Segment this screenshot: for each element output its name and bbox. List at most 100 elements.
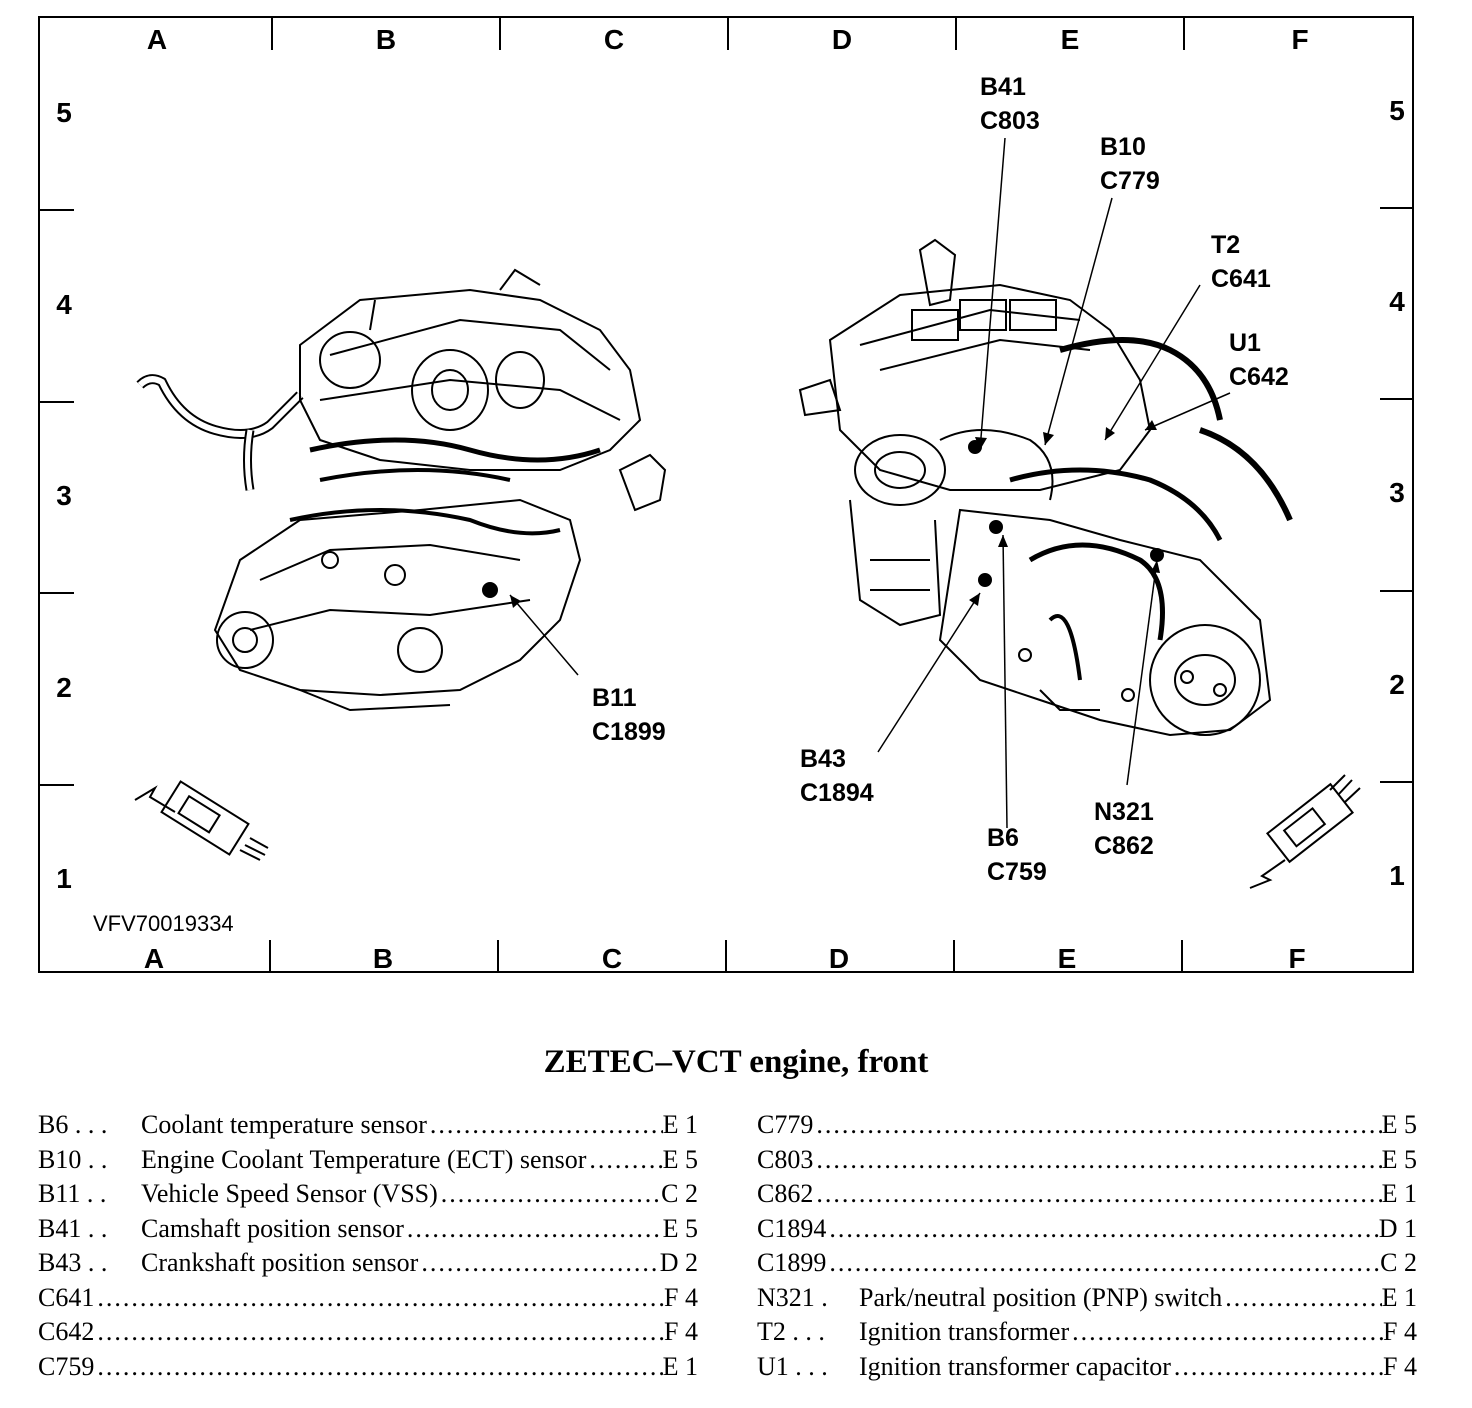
legend-row: B10 . .Engine Coolant Temperature (ECT) … [38, 1145, 698, 1180]
legend-description: Ignition transformer capacitor [859, 1351, 1171, 1381]
legend-grid-location: F 4 [1383, 1317, 1417, 1346]
legend-leader-dots: ........................................… [440, 1179, 662, 1208]
legend-description: Camshaft position sensor [141, 1213, 404, 1243]
callout-label: T2 [1211, 231, 1240, 259]
legend-row: C803 ...................................… [757, 1145, 1417, 1180]
callout-b41-c803: B41 C803 [980, 73, 1040, 135]
legend-grid-location: E 1 [662, 1110, 698, 1139]
legend-leader-dots: ........................................… [97, 1282, 665, 1312]
legend-leader-dots: ........................................… [97, 1317, 665, 1346]
legend-row: C1899 ..................................… [757, 1248, 1417, 1283]
legend-code: T2 . . . [757, 1317, 825, 1346]
row-label-left: 5 [56, 97, 72, 128]
legend-code: C803 [757, 1144, 814, 1174]
legend-row: B43 . .Crankshaft position sensor ......… [38, 1248, 698, 1283]
col-label-top: F [1291, 24, 1308, 55]
legend-row: C1894 ..................................… [757, 1214, 1417, 1249]
left-row-labels: 5 4 3 2 1 [56, 97, 72, 894]
col-label-top: D [832, 24, 852, 55]
bottom-column-ticks [269, 940, 1183, 972]
legend-row: B41 . . Camshaft position sensor ........… [38, 1214, 698, 1249]
legend-leader-dots: ........................................… [829, 1213, 1378, 1243]
row-label-right: 5 [1389, 95, 1405, 126]
callout-leader-lines [509, 137, 1231, 829]
engine-diagram: A B C D E F A B C D E F 5 4 3 2 1 5 4 3 … [38, 16, 1414, 974]
callout-b10-c779: B10 C779 [1100, 133, 1160, 195]
callout-label: C759 [987, 858, 1047, 886]
row-label-right: 4 [1389, 286, 1405, 317]
engine-right-illustration [798, 238, 1293, 737]
left-row-ticks [39, 209, 74, 786]
callout-u1-c642: U1 C642 [1229, 329, 1289, 391]
legend-code: B6 . . . [38, 1110, 108, 1139]
diagram-caption: ZETEC–VCT engine, front [543, 1044, 929, 1080]
legend-leader-dots: ........................................… [816, 1110, 1382, 1139]
legend-leader-dots: ........................................… [406, 1213, 663, 1243]
legend-row: C862 ...................................… [757, 1179, 1417, 1214]
legend-grid-location: F 4 [664, 1317, 698, 1346]
callout-label: U1 [1229, 329, 1261, 357]
row-label-right: 1 [1389, 860, 1405, 891]
callout-label: C641 [1211, 265, 1271, 293]
col-label-bottom: A [144, 943, 164, 974]
legend-grid-location: E 1 [1381, 1179, 1417, 1208]
legend-code: B43 . . [38, 1248, 108, 1277]
legend-description: Crankshaft position sensor [141, 1248, 419, 1277]
legend-row: U1 . . .Ignition transformer capacitor .… [757, 1352, 1417, 1387]
row-label-left: 2 [56, 672, 72, 703]
legend-code: B41 . . [38, 1213, 108, 1243]
legend-grid-location: F 4 [664, 1282, 698, 1312]
callout-b11-c1899: B11 C1899 [592, 684, 666, 746]
legend-code: C759 [38, 1351, 95, 1381]
callout-arrowheads [510, 420, 1160, 608]
legend-grid-location: E 5 [1381, 1110, 1417, 1139]
row-label-left: 3 [56, 480, 72, 511]
bottom-column-labels: A B C D E F [144, 943, 1306, 974]
legend-grid-location: C 2 [1380, 1248, 1417, 1277]
legend-leader-dots: ........................................… [829, 1248, 1381, 1277]
legend-row: T2 . . .Ignition transformer ...........… [757, 1317, 1417, 1352]
callout-n321-c862: N321 C862 [1094, 798, 1154, 860]
legend-description: Park/neutral position (PNP) switch [859, 1282, 1223, 1312]
callout-t2-c641: T2 C641 [1211, 231, 1271, 293]
row-label-right: 3 [1389, 477, 1405, 508]
legend-row: C759 ...................................… [38, 1352, 698, 1387]
legend-leader-dots: ........................................… [429, 1110, 663, 1139]
right-row-labels: 5 4 3 2 1 [1389, 95, 1405, 891]
callout-label: C779 [1100, 167, 1160, 195]
legend-code: C641 [38, 1282, 95, 1312]
col-label-top: E [1061, 24, 1080, 55]
legend-description: Ignition transformer [859, 1317, 1070, 1346]
legend-grid-location: F 4 [1383, 1351, 1417, 1381]
vehicle-direction-icon-left [134, 780, 269, 861]
col-label-bottom: E [1058, 943, 1077, 974]
right-row-ticks [1380, 207, 1413, 783]
legend-grid-location: E 1 [1381, 1282, 1417, 1312]
vehicle-direction-icon-right [1249, 774, 1361, 889]
component-legend-right: C779 ...................................… [757, 1110, 1417, 1386]
callout-label: C1899 [592, 718, 666, 746]
legend-grid-location: D 2 [659, 1248, 698, 1277]
top-column-ticks [271, 17, 1185, 50]
legend-leader-dots: ........................................… [1173, 1351, 1383, 1381]
legend-code: B11 . . [38, 1179, 107, 1208]
top-column-labels: A B C D E F [147, 24, 1309, 55]
callout-label: B10 [1100, 133, 1146, 161]
col-label-bottom: F [1288, 943, 1305, 974]
col-label-top: C [604, 24, 624, 55]
legend-code: B10 . . [38, 1144, 108, 1174]
legend-row: C641 ...................................… [38, 1283, 698, 1318]
legend-leader-dots: ........................................… [816, 1144, 1382, 1174]
legend-leader-dots: ........................................… [589, 1144, 662, 1174]
callout-label: B6 [987, 824, 1019, 852]
callout-label: B11 [592, 684, 637, 712]
legend-code: C1899 [757, 1248, 827, 1277]
legend-code: C862 [757, 1179, 814, 1208]
callout-label: C862 [1094, 832, 1154, 860]
legend-row: B6 . . .Coolant temperature sensor .....… [38, 1110, 698, 1145]
legend-row: N321 .Park/neutral position (PNP) switch… [757, 1283, 1417, 1318]
row-label-left: 1 [56, 863, 72, 894]
col-label-top: B [376, 24, 396, 55]
col-label-bottom: B [373, 943, 393, 974]
callout-b6-c759: B6 C759 [987, 824, 1047, 886]
